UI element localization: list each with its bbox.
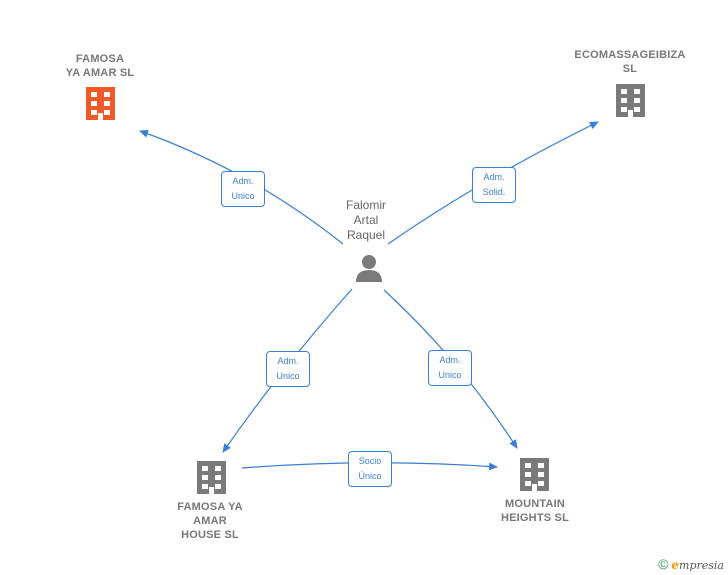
edge-label-adm-unico-3: Adm. Unico xyxy=(428,350,472,386)
company-name-famosa-ya-amar[interactable]: FAMOSA YA AMAR SL xyxy=(65,53,135,79)
brand-name: mpresia xyxy=(679,559,724,572)
building-icon[interactable] xyxy=(197,461,226,494)
person-name[interactable]: Falomir Artal Raquel xyxy=(345,198,386,242)
person-icon[interactable] xyxy=(356,255,382,282)
company-name-famosa-house[interactable]: FAMOSA YA AMAR HOUSE SL xyxy=(177,501,243,541)
edge-label-adm-unico-2: Adm. Unico xyxy=(266,351,310,387)
building-icon[interactable] xyxy=(616,84,645,117)
brand-initial: e xyxy=(671,558,680,572)
edge-label-socio-unico: Socio Único xyxy=(348,451,392,487)
building-icon[interactable] xyxy=(86,87,115,120)
edge-label-adm-solid: Adm. Solid. xyxy=(472,167,516,203)
brand-logo: ©empresia xyxy=(658,556,724,572)
company-name-mountain-heights[interactable]: MOUNTAIN HEIGHTS SL xyxy=(500,498,569,524)
company-name-ecomassageibiza[interactable]: ECOMASSAGEIBIZA SL xyxy=(574,49,686,75)
edge-label-adm-unico-1: Adm. Unico xyxy=(221,171,265,207)
building-icon[interactable] xyxy=(520,458,549,491)
copyright-icon: © xyxy=(658,556,669,572)
